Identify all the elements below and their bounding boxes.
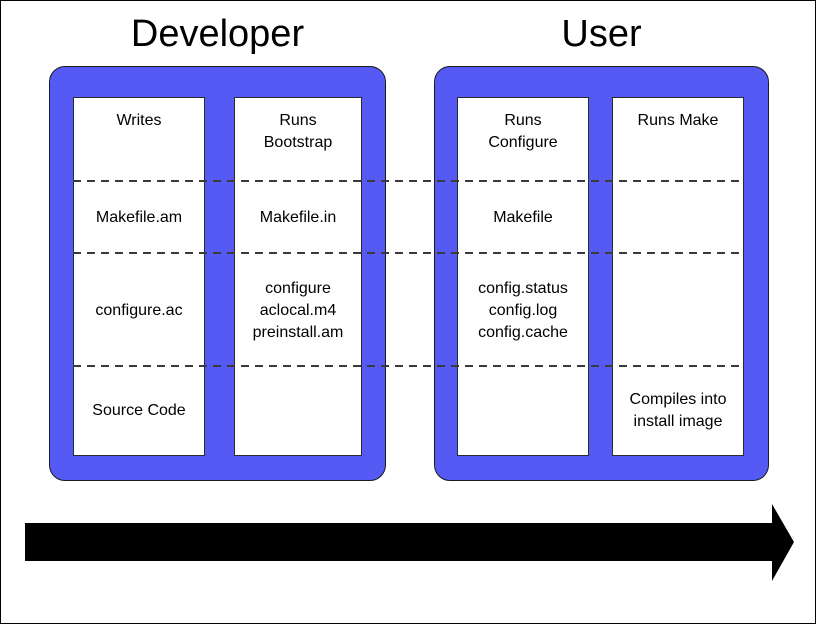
user-configure-column: Runs Configure Makefile config.status co…	[457, 97, 589, 456]
stage-divider-line-3	[73, 365, 744, 367]
cell-user-config-outputs: config.status config.log config.cache	[478, 279, 568, 341]
cell-developer-writes: Writes	[116, 112, 162, 129]
cell-user-runs-make: Runs Make	[637, 112, 719, 129]
cell-user-compiles-into: Compiles into install image	[629, 391, 727, 430]
cell-developer-source-code: Source Code	[92, 402, 186, 419]
flow-arrow-shape	[25, 504, 794, 581]
cell-developer-makefile-am: Makefile.am	[95, 209, 183, 226]
cell-user-runs-configure: Runs Configure	[488, 112, 558, 151]
cell-developer-makefile-in: Makefile.in	[259, 209, 337, 226]
cell-user-makefile: Makefile	[493, 209, 553, 226]
user-make-column: Runs Make Compiles into install image	[612, 97, 744, 456]
stage-divider-line-1	[73, 180, 744, 182]
cell-developer-configure-outputs: configure aclocal.m4 preinstall.am	[252, 279, 344, 341]
developer-bootstrap-column: Runs Bootstrap Makefile.in configure acl…	[234, 97, 362, 456]
user-title: User	[561, 13, 642, 55]
cell-developer-configure-ac: configure.ac	[95, 301, 183, 319]
cell-developer-runs-bootstrap: Runs Bootstrap	[263, 112, 333, 151]
developer-writes-column: Writes Makefile.am configure.ac Source C…	[73, 97, 205, 456]
stage-divider-line-2	[73, 252, 744, 254]
developer-title: Developer	[130, 13, 305, 55]
